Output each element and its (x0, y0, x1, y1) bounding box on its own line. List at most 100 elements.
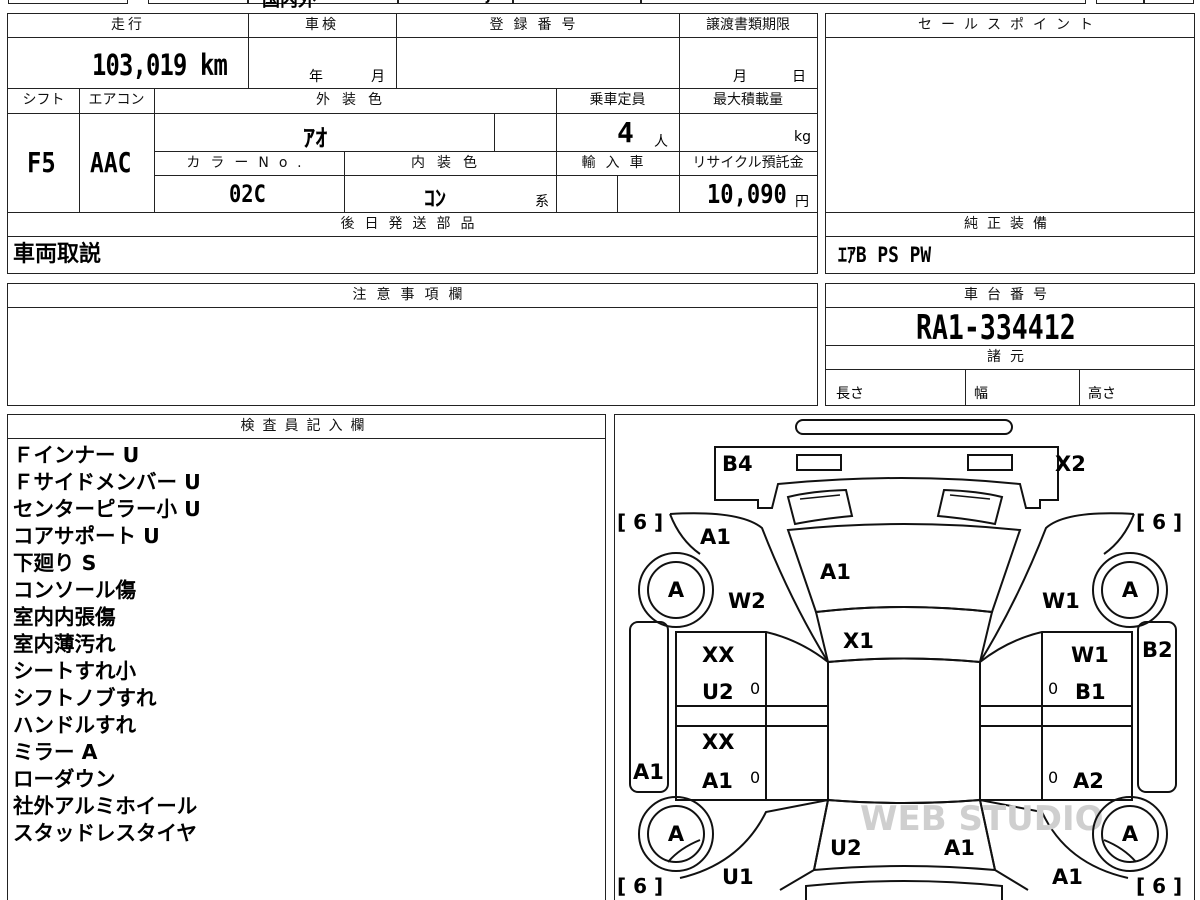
watermark-text: WEB STUDIO (860, 799, 1104, 839)
vehicle-col-line-8 (344, 151, 345, 212)
max-load-unit: kg (794, 129, 811, 145)
vehicle-col-line-9 (617, 175, 618, 212)
mark-right-door-front-1: W1 (1071, 643, 1109, 667)
mark-roof-rear-left: U2 (830, 836, 862, 860)
mark-zero-left-front: 0 (750, 679, 761, 698)
specs-width-label: 幅 (974, 386, 988, 402)
mark-zero-right-front: 0 (1048, 679, 1059, 698)
later-parts-label: 後日発送部品 (340, 216, 485, 232)
right-side-sill-shape (1137, 621, 1177, 793)
top-strip-partial-text: 国内外 (262, 0, 316, 11)
mark-left-door-rear-2: A1 (702, 769, 733, 793)
transfer-day-unit: 日 (792, 69, 806, 85)
specs-length-label: 長さ (836, 386, 864, 402)
tire-front-right-tread: [ 6 ] (1136, 510, 1183, 534)
sales-point-block (825, 13, 1195, 213)
inspection-month-unit: 月 (371, 69, 385, 85)
right-fog-lamp-shape (967, 454, 1013, 471)
aircon-value: AAC (90, 146, 132, 179)
tire-front-left-icon: A (638, 552, 714, 628)
left-fog-lamp-shape (796, 454, 842, 471)
shift-value: F5 (27, 146, 56, 179)
interior-color-suffix: 系 (535, 194, 549, 210)
top-strip-cell-4 (398, 0, 513, 4)
mark-rear-right: A1 (1052, 865, 1083, 889)
inspector-block (7, 414, 606, 900)
registration-label: 登録番号 (489, 17, 586, 33)
rear-bumper-shape (805, 880, 1003, 900)
specs-header-line (826, 369, 1194, 370)
inspector-item: センターピラー小 U (13, 497, 201, 521)
left-side-sill-shape (629, 621, 669, 793)
left-fender-shape (669, 512, 829, 663)
inspector-item: コンソール傷 (13, 578, 136, 602)
mark-front-bumper-left: B4 (722, 452, 753, 476)
mileage-value: 103,019 km (92, 48, 228, 82)
chassis-block (825, 283, 1195, 406)
mark-zero-left-rear: 0 (750, 768, 761, 787)
left-quarter-shape (679, 798, 830, 891)
top-strip-partial-text2: j (486, 0, 491, 4)
mark-windshield: X1 (843, 629, 874, 653)
mark-front-bumper-right: X2 (1055, 452, 1086, 476)
inspector-item: シートすれ小 (13, 659, 136, 683)
chassis-value: RA1-334412 (916, 308, 1076, 348)
top-strip-cell-3 (248, 0, 398, 4)
mark-right-side-sill: B2 (1142, 638, 1173, 662)
mark-roof-rear-right: A1 (944, 836, 975, 860)
mark-fender-door-right: W1 (1042, 589, 1080, 613)
mark-left-side-sill: A1 (633, 760, 664, 784)
inspection-year-unit: 年 (309, 69, 323, 85)
capacity-label: 乗車定員 (589, 92, 646, 108)
inspector-item: 下廻り S (13, 551, 97, 575)
max-load-label: 最大積載量 (713, 92, 783, 108)
mileage-label: 走行 (111, 17, 145, 33)
front-spoiler-shape (795, 419, 1013, 435)
exterior-color-label: 外装色 (316, 92, 394, 108)
tire-front-right-label: A (1101, 561, 1159, 619)
color-no-value: 02C (229, 180, 266, 208)
inspector-header-line (8, 438, 605, 439)
top-strip-cell-1 (8, 0, 128, 4)
interior-color-label: 内装色 (411, 155, 489, 171)
front-bumper-shape (714, 446, 1059, 509)
import-label: 輸入車 (581, 155, 654, 171)
vehicle-col-line-1 (248, 14, 249, 88)
mark-hood: A1 (820, 560, 851, 584)
notes-label: 注意事項欄 (352, 287, 473, 303)
shift-label: シフト (22, 92, 65, 108)
notes-block (7, 283, 818, 406)
left-doors-shape (675, 631, 829, 801)
vehicle-col-line-4 (79, 88, 80, 212)
sales-point-label: セールスポイント (918, 17, 1102, 33)
standard-equipment-header-line (826, 236, 1194, 237)
vehicle-row-line-1 (8, 37, 817, 38)
chassis-label: 車台番号 (964, 287, 1056, 303)
inspector-item: ハンドルすれ (13, 713, 136, 737)
recycle-unit: 円 (795, 194, 809, 210)
mark-right-door-front-2: B1 (1075, 680, 1106, 704)
tire-rear-right-label: A (1101, 805, 1159, 863)
mark-left-door-rear-1: XX (702, 730, 735, 754)
inspector-item: Ｆインナー U (13, 443, 140, 467)
vehicle-row-line-5 (154, 175, 817, 176)
vehicle-info-block (7, 13, 818, 274)
inspector-item: 室内内張傷 (13, 605, 116, 629)
top-strip-cell-5 (513, 0, 641, 4)
capacity-unit: 人 (654, 134, 668, 150)
vehicle-row-line-2 (8, 88, 817, 89)
mark-zero-right-rear: 0 (1048, 768, 1059, 787)
mark-right-door-rear: A2 (1073, 769, 1104, 793)
vehicle-row-line-6 (8, 212, 817, 213)
roof-shape (827, 657, 981, 804)
right-quarter-shape (978, 798, 1129, 891)
vehicle-col-line-2 (396, 14, 397, 88)
inspector-item: シフトノブすれ (13, 686, 157, 710)
inspector-item: コアサポート U (13, 524, 160, 548)
mark-left-door-front-2: U2 (702, 680, 734, 704)
recycle-label: リサイクル預託金 (692, 155, 804, 171)
standard-equipment-label: 純正装備 (964, 216, 1056, 232)
inspector-list: Ｆインナー U Ｆサイドメンバー U センターピラー小 U コアサポート U 下… (13, 442, 201, 847)
vehicle-row-line-3 (8, 113, 817, 114)
capacity-value: 4 (617, 116, 634, 149)
